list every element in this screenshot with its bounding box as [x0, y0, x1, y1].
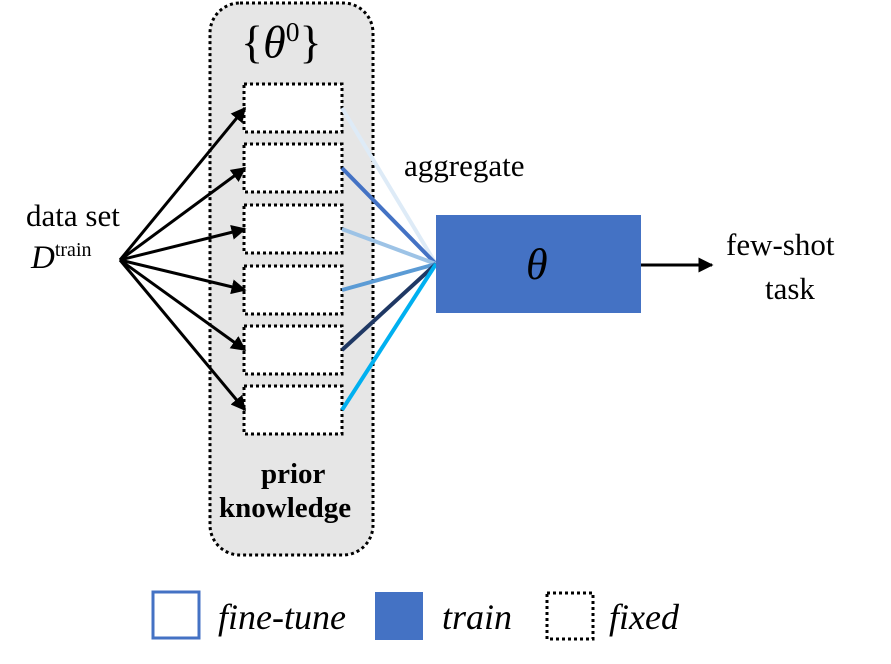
- prior-knowledge-label-line1: prior: [261, 458, 326, 490]
- legend-fixed-swatch: [545, 591, 595, 641]
- prior-set-theta: θ: [263, 16, 286, 68]
- aggregate-line-6: [340, 262, 438, 412]
- input-arrow-2: [119, 166, 247, 262]
- aggregate-line-1: [340, 106, 438, 266]
- legend-train-label: train: [442, 597, 513, 637]
- legend-finetune-swatch: [151, 590, 201, 640]
- prior-knowledge-label-line2: knowledge: [219, 492, 352, 524]
- prior-module-2: [242, 142, 344, 194]
- aggregate-line-5: [340, 262, 438, 352]
- input-arrow-3: [119, 224, 247, 262]
- input-arrow-5: [119, 258, 247, 352]
- legend-train-swatch: [375, 592, 423, 640]
- prior-module-4: [242, 264, 344, 316]
- input-arrow-1: [118, 106, 247, 261]
- prior-module-5: [242, 324, 344, 376]
- prior-module-1: [242, 82, 344, 134]
- input-symbol-d: D: [31, 240, 55, 276]
- aggregate-label: aggregate: [404, 148, 525, 183]
- prior-module-6: [242, 384, 344, 436]
- aggregate-line-2: [340, 166, 438, 266]
- input-symbol-superscript: train: [54, 239, 92, 261]
- prior-set-close-brace: }: [299, 16, 322, 68]
- legend-fixed-label: fixed: [609, 597, 679, 637]
- prior-set-open-brace: {: [241, 16, 264, 68]
- input-arrows: [118, 106, 247, 412]
- legend-finetune-label: fine-tune: [218, 597, 346, 637]
- model-symbol: θ: [526, 240, 548, 289]
- input-label-line1: data set: [26, 198, 120, 233]
- input-symbol: Dtrain: [31, 240, 92, 275]
- output-label-line2: task: [765, 271, 815, 306]
- prior-set-superscript: 0: [285, 16, 300, 47]
- aggregate-line-3: [341, 227, 437, 266]
- aggregate-line-4: [341, 262, 437, 292]
- aggregate-connections: [340, 106, 438, 412]
- input-arrow-6: [118, 259, 247, 412]
- prior-set-label: {θ0}: [241, 18, 322, 65]
- model-block: [436, 215, 641, 313]
- input-arrow-4: [119, 258, 247, 295]
- output-label-line1: few-shot: [726, 227, 835, 262]
- prior-module-3: [242, 203, 344, 255]
